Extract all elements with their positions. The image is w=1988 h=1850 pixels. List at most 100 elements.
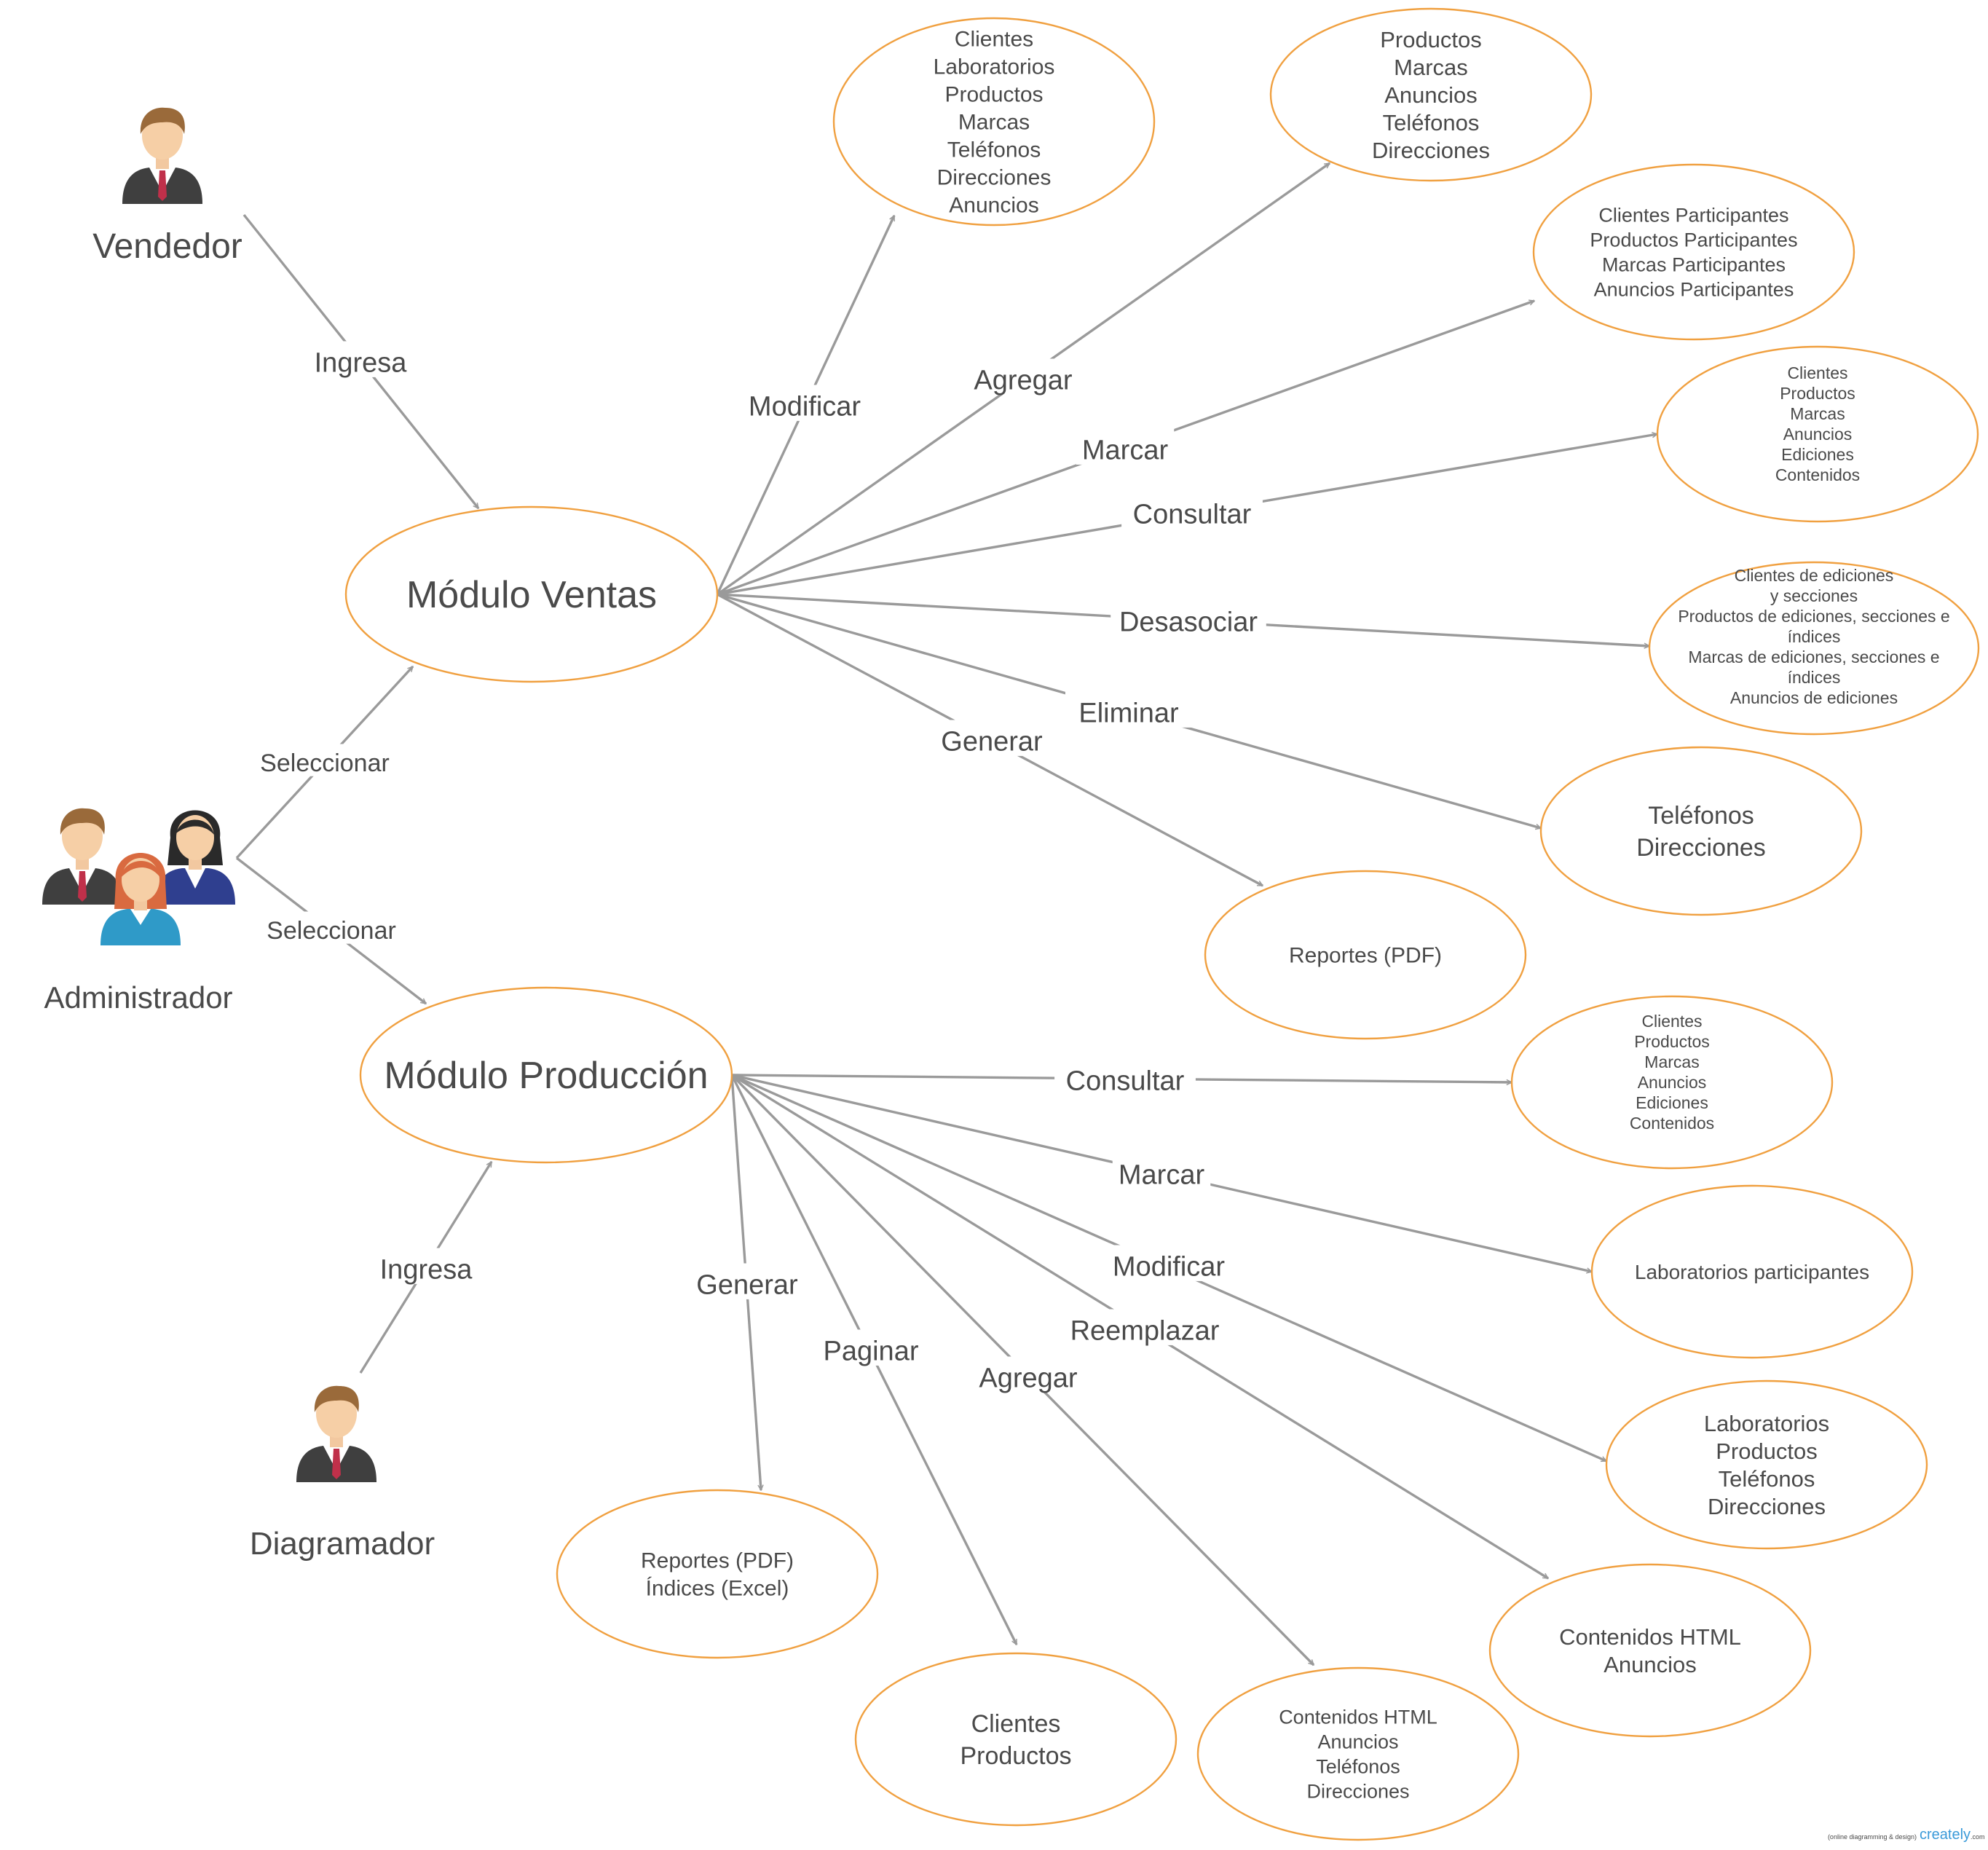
use-case-text: Reportes (PDF) (1289, 944, 1442, 968)
edges-layer: IngresaSeleccionarSeleccionarIngresaModi… (235, 162, 1657, 1666)
creately-watermark: (online diagramming & design) creately.c… (1828, 1827, 1985, 1843)
actor-vendedor[interactable]: Vendedor (92, 107, 242, 266)
edge-label: Generar (696, 1270, 798, 1300)
edge-label-background (935, 720, 1049, 756)
edge-label: Seleccionar (260, 749, 390, 777)
edge-label: Generar (941, 726, 1043, 757)
use-case-line: Productos Participantes (1590, 229, 1797, 251)
use-case-line: Marcas (1644, 1052, 1699, 1071)
use-case-p-generar[interactable]: Reportes (PDF)Índices (Excel) (556, 1489, 879, 1659)
edge-label: Reemplazar (1070, 1315, 1220, 1346)
use-case-line: índices (1788, 627, 1841, 646)
use-case-text: Laboratorios participantes (1635, 1261, 1869, 1283)
edge-label: Ingresa (315, 347, 408, 378)
edge-label-background (734, 385, 875, 421)
use-case-line: Clientes (955, 28, 1033, 52)
use-case-line: Contenidos (1775, 465, 1860, 484)
edge-p-generar: Generar (690, 1074, 804, 1490)
edge-label-background (254, 911, 409, 944)
edge-label-background (1076, 428, 1175, 465)
edge-label-background (1111, 600, 1266, 637)
edge-label-background (304, 341, 417, 377)
use-case-line: Productos (1780, 384, 1855, 403)
use-case-line: Anuncios (1783, 425, 1853, 444)
edge-label: Eliminar (1078, 698, 1179, 728)
actor-administrador[interactable]: Administrador (42, 808, 235, 1015)
watermark-brand: creately (1920, 1827, 1971, 1843)
edge-label-background (1112, 1153, 1211, 1189)
edge-label-background (1121, 492, 1263, 529)
use-case-line: Contenidos HTML (1559, 1624, 1741, 1650)
edge-p-reemplazar: Reemplazar (731, 1074, 1548, 1580)
use-case-line: Índices (Excel) (646, 1577, 789, 1601)
use-case-line: Reportes (PDF) (1289, 944, 1442, 968)
watermark-suffix: .com (1971, 1833, 1985, 1841)
actor-administrador-label: Administrador (44, 980, 232, 1015)
use-case-text: Reportes (PDF)Índices (Excel) (641, 1549, 794, 1601)
edge-v-marcar: Marcar (717, 301, 1534, 596)
use-case-line: Teléfonos (1316, 1755, 1400, 1777)
use-case-v-generar[interactable]: Reportes (PDF) (1204, 870, 1527, 1040)
use-case-line: Marcas (1790, 404, 1845, 423)
use-case-line: Direcciones (1636, 834, 1766, 862)
edge-p-modificar: Modificar (731, 1074, 1606, 1463)
edge-admin-sel-ventas: Seleccionar (235, 666, 414, 859)
edge-label-background (369, 1248, 483, 1284)
use-case-line: Direcciones (1708, 1494, 1826, 1519)
edge-label-background (1098, 1245, 1239, 1281)
edge-admin-sel-produccion: Seleccionar (235, 857, 426, 1005)
use-case-line: Productos (1716, 1438, 1818, 1464)
use-case-line: Productos de ediciones, secciones e (1678, 607, 1949, 626)
actor-diagramador[interactable]: Diagramador (250, 1385, 435, 1562)
use-case-line: Contenidos HTML (1279, 1706, 1437, 1728)
use-case-line: Marcas de ediciones, secciones e (1688, 648, 1939, 666)
edge-label: Consultar (1066, 1066, 1185, 1096)
use-case-line: Marcas (958, 111, 1030, 135)
edge-label-background (966, 358, 1080, 395)
use-case-line: Productos (1634, 1032, 1710, 1051)
module-ventas-label: Módulo Ventas (406, 574, 657, 616)
use-case-line: Anuncios (949, 194, 1038, 218)
edge-v-consultar: Consultar (717, 434, 1657, 596)
use-case-line: índices (1788, 668, 1841, 687)
edge-label-background (1054, 1059, 1196, 1095)
use-case-line: Clientes (1641, 1012, 1702, 1031)
use-case-line: Productos (944, 83, 1043, 107)
edge-v-eliminar: Eliminar (717, 593, 1541, 828)
edge-label: Agregar (974, 365, 1073, 395)
module-produccion[interactable]: Módulo Producción (359, 986, 733, 1164)
edge-p-marcar: Marcar (731, 1074, 1592, 1272)
group-icon (42, 808, 235, 945)
use-case-line: Anuncios (1317, 1731, 1398, 1752)
module-ventas[interactable]: Módulo Ventas (344, 505, 719, 683)
use-case-line: Anuncios (1604, 1652, 1697, 1677)
edge-label: Marcar (1119, 1160, 1205, 1190)
edge-v-agregar: Agregar (717, 162, 1330, 596)
actor-vendedor-label: Vendedor (92, 227, 242, 266)
edge-label-background (690, 1263, 804, 1299)
use-case-p-marcar[interactable]: Laboratorios participantes (1590, 1184, 1914, 1359)
use-case-line: Direcciones (937, 166, 1052, 190)
edge-label-background (248, 744, 402, 776)
edge-label-background (1065, 691, 1193, 728)
edge-label: Marcar (1082, 435, 1169, 465)
edge-label: Ingresa (380, 1254, 473, 1285)
businessman-icon (296, 1385, 376, 1482)
